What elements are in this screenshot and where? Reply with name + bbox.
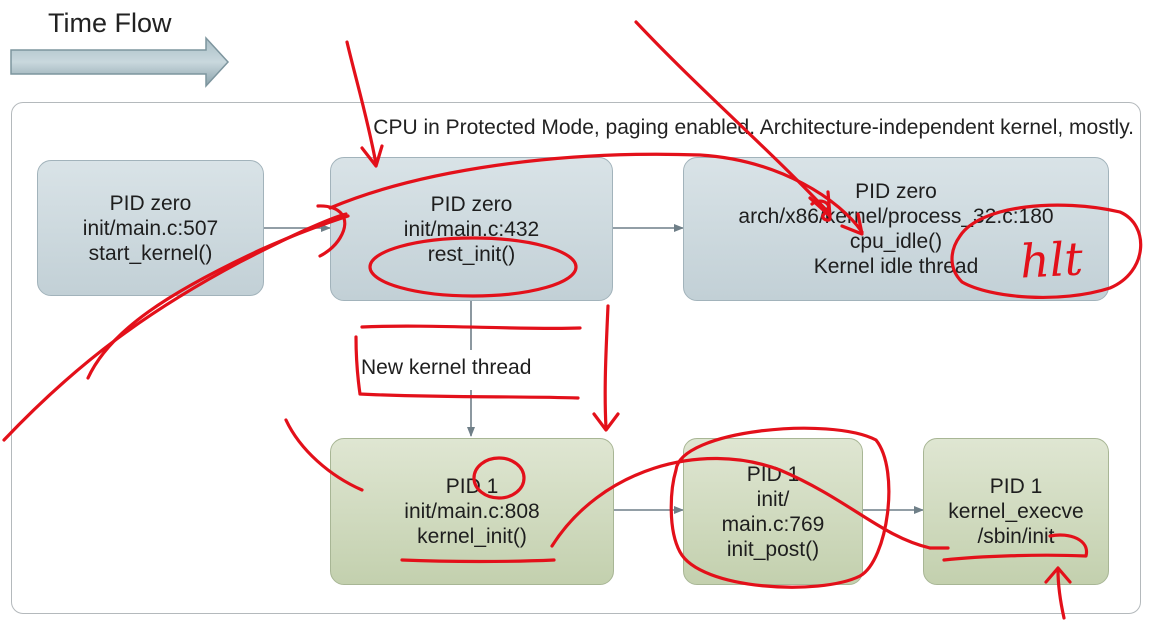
ink-sweep-left	[2, 212, 348, 442]
box-rest-init: PID zero init/main.c:432 rest_init()	[330, 157, 613, 301]
box-start-kernel-line-1: PID zero	[109, 191, 192, 215]
ink-arrow-up-sbin-head	[1044, 566, 1072, 584]
box-init-post: PID 1 init/ main.c:769 init_post()	[683, 438, 863, 585]
handwritten-hlt-note: hlt	[1018, 231, 1085, 289]
box-init-post-line-3: main.c:769	[721, 512, 825, 536]
ink-underline-kernel-init	[400, 558, 556, 564]
box-sbin-init-line-3: /sbin/init	[977, 525, 1055, 548]
box-init-post-line-2: init/	[756, 487, 790, 511]
ink-hook-bottom-left	[284, 418, 364, 492]
box-start-kernel-line-2: init/main.c:507	[82, 216, 219, 240]
box-rest-init-line-3: rest_init()	[427, 242, 516, 266]
box-sbin-init-line-2: kernel_execve	[948, 500, 1084, 523]
box-cpu-idle-line-3: cpu_idle()	[849, 230, 943, 253]
box-kernel-init-line-1: PID 1	[445, 475, 499, 498]
ink-box-new-thread	[354, 324, 582, 400]
ink-underline-sbin	[942, 533, 1089, 562]
ink-arrow-up-sbin	[1056, 568, 1066, 620]
ink-arrow-down-rest-head	[360, 144, 384, 168]
new-kernel-thread-label: New kernel thread	[359, 356, 534, 380]
ink-circle-rest-init	[368, 236, 578, 298]
ink-arrow-down-right-head	[592, 412, 620, 432]
ink-squiggle	[810, 199, 832, 222]
ink-loop-left	[86, 214, 350, 380]
box-init-post-line-1: PID 1	[746, 462, 800, 486]
box-sbin-init-line-1: PID 1	[989, 475, 1043, 498]
time-flow-label: Time Flow	[48, 8, 172, 38]
box-start-kernel-line-3: start_kernel()	[88, 241, 213, 265]
time-flow-arrow-icon	[10, 36, 230, 88]
ink-hook-left	[316, 204, 347, 258]
ink-top-arc-head	[840, 212, 864, 236]
ink-arrow-down-right	[603, 304, 610, 430]
box-rest-init-line-2: init/main.c:432	[403, 217, 540, 241]
ink-top-arc	[328, 152, 864, 234]
box-kernel-init-line-3: kernel_init()	[417, 525, 527, 548]
ink-arrow-cpu-idle	[634, 20, 832, 216]
ink-circle-pid1	[472, 456, 526, 500]
ink-circle-init-post	[669, 426, 891, 589]
box-rest-init-line-1: PID zero	[430, 192, 513, 216]
box-cpu-idle-line-4: Kernel idle thread	[813, 255, 979, 278]
ink-circle-hlt	[950, 203, 1143, 299]
box-start-kernel: PID zero init/main.c:507 start_kernel()	[37, 160, 264, 296]
panel-caption: CPU in Protected Mode, paging enabled. A…	[373, 116, 1134, 139]
box-cpu-idle-line-1: PID zero	[855, 180, 937, 203]
box-cpu-idle: PID zero arch/x86/kernel/process_32.c:18…	[683, 157, 1109, 301]
box-init-post-line-4: init_post()	[726, 537, 820, 561]
box-kernel-init-line-2: init/main.c:808	[404, 500, 540, 523]
ink-curve-to-sbin	[550, 457, 932, 550]
ink-arrow-down-rest	[345, 40, 378, 166]
